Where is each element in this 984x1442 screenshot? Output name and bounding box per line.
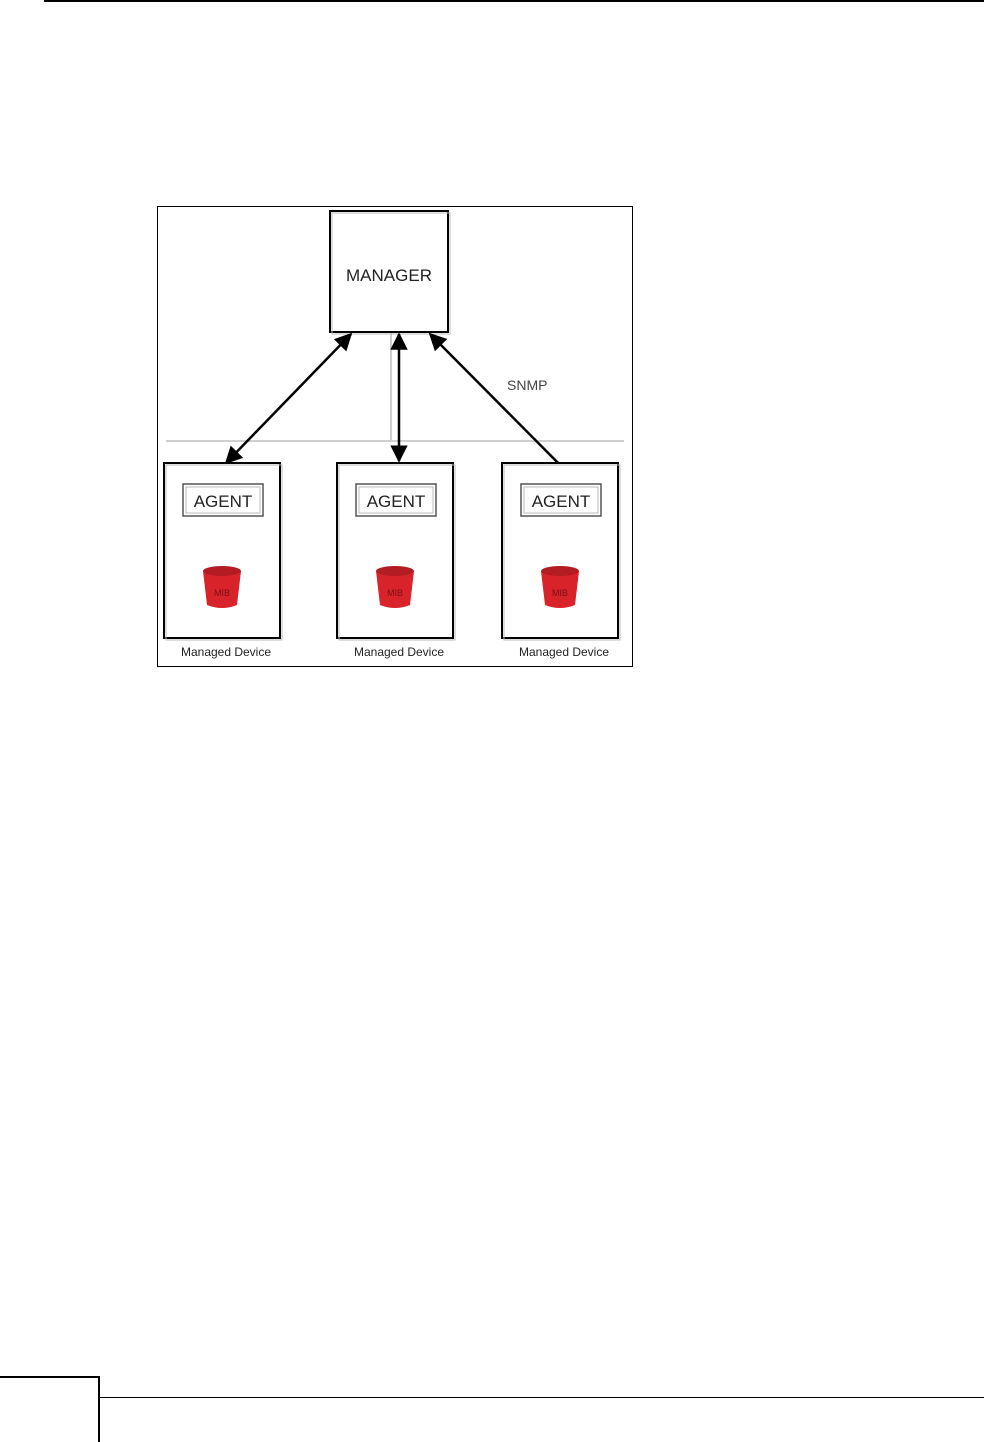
managed-device-2: AGENT MIB Managed Device <box>337 463 455 659</box>
manager-node: MANAGER <box>330 211 450 334</box>
page-number-box <box>0 1376 100 1442</box>
footer-rule <box>100 1397 984 1398</box>
managed-device-3: AGENT MIB Managed Device <box>502 463 620 659</box>
device-label-3: Managed Device <box>519 645 609 659</box>
managed-device-1: AGENT MIB Managed Device <box>164 463 282 659</box>
mib-database-icon: MIB <box>203 566 241 608</box>
agent-label-3: AGENT <box>532 492 591 511</box>
arrow-manager-agent-1 <box>226 334 351 463</box>
snmp-architecture-figure: MANAGER SNMP AGENT MIB Managed Device <box>157 206 633 667</box>
manager-label: MANAGER <box>346 266 432 285</box>
agent-label-2: AGENT <box>367 492 426 511</box>
device-label-1: Managed Device <box>181 645 271 659</box>
mib-label-2: MIB <box>387 588 403 598</box>
mib-database-icon: MIB <box>376 566 414 608</box>
arrow-manager-agent-3 <box>430 334 576 481</box>
device-label-2: Managed Device <box>354 645 444 659</box>
snmp-diagram: MANAGER SNMP AGENT MIB Managed Device <box>158 207 632 666</box>
mib-label-1: MIB <box>214 588 230 598</box>
mib-database-icon: MIB <box>541 566 579 608</box>
snmp-label: SNMP <box>507 377 547 393</box>
agent-label-1: AGENT <box>194 492 253 511</box>
header-rule <box>44 0 984 2</box>
mib-label-3: MIB <box>552 588 568 598</box>
